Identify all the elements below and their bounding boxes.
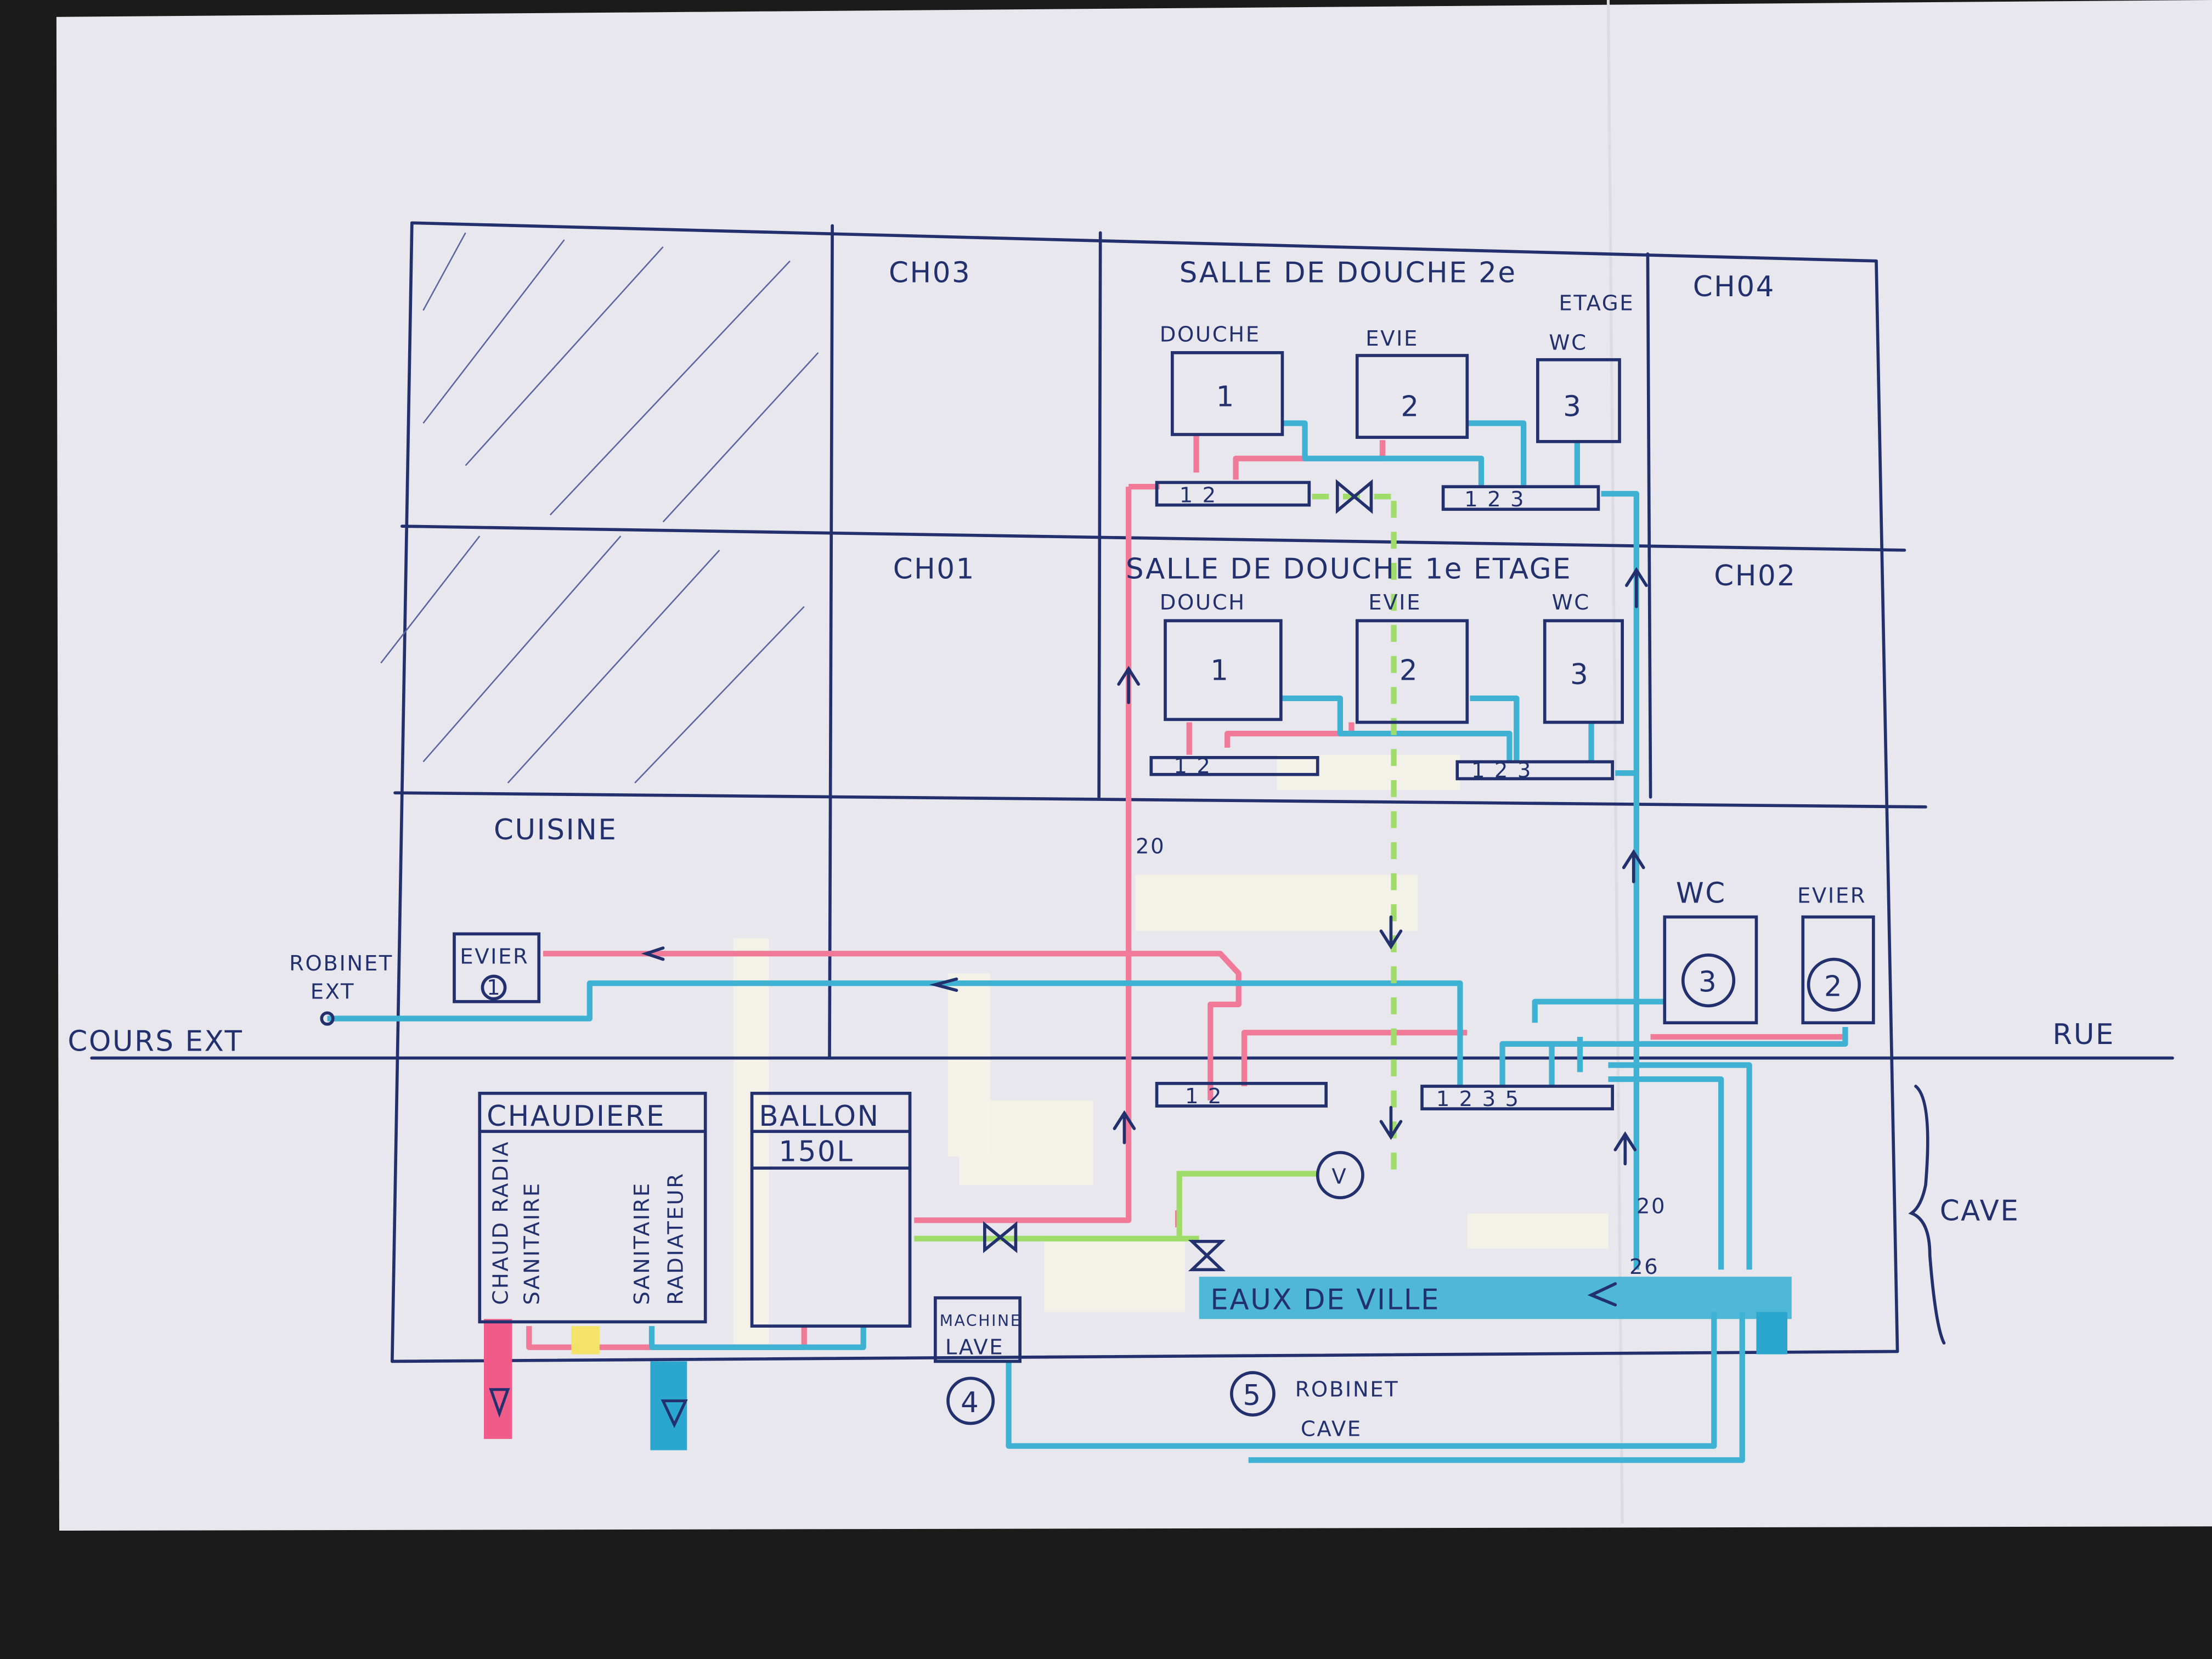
ground-wc-label: WC [1676,877,1726,910]
svg-text:1: 1 [1210,654,1229,687]
floor-plan-grid [90,221,2174,1363]
svg-text:EVIE: EVIE [1368,590,1421,615]
svg-text:MACHINE: MACHINE [940,1312,1022,1330]
paper-sheet [56,0,2212,1531]
cave-tap: 5 ROBINET CAVE [1230,1371,1400,1442]
room-ch04: CH04 [1693,270,1775,303]
svg-text:5: 5 [1243,1379,1262,1412]
washing-machine: MACHINE LAVE 4 [934,1296,1022,1425]
cave-manifolds: 1 2 1 2 3 5 [1155,1082,1614,1111]
svg-text:2: 2 [1401,391,1420,424]
svg-text:ROBINET: ROBINET [1295,1378,1400,1402]
room-bathroom-2nd-floor-word: ETAGE [1559,291,1634,316]
valve-icon [1335,479,1373,514]
outdoor-tap-icon [320,1011,335,1026]
svg-text:LAVE: LAVE [945,1335,1004,1360]
room-kitchen: CUISINE [494,814,617,847]
room-ch02: CH02 [1714,560,1796,592]
ground-sink-num: 2 [1824,970,1843,1003]
fixtures-2nd: DOUCHE 1 EVIE 2 WC 3 1 2 1 2 3 [1155,322,1621,514]
svg-text:CAVE: CAVE [1301,1417,1362,1442]
cold-outlet [650,1361,687,1451]
svg-text:2: 2 [1400,654,1419,687]
pipe-size-20-cave: 20 [1637,1194,1666,1218]
svg-text:WC: WC [1552,590,1590,615]
ground-sink [1801,915,1875,1025]
room-bathroom-2nd: SALLE DE DOUCHE 2e [1180,256,1517,289]
outdoor-tap-label: ROBINET [289,951,393,976]
svg-text:WC: WC [1549,331,1587,356]
svg-text:1 2 3: 1 2 3 [1471,758,1532,783]
ground-wc [1663,915,1758,1025]
kitchen-sink-num: 1 [487,975,501,1000]
svg-text:DOUCH: DOUCH [1160,590,1246,615]
room-bathroom-1st: SALLE DE DOUCHE 1e ETAGE [1126,552,1572,585]
svg-text:1 2: 1 2 [1185,1084,1223,1109]
cave-brace [1908,1085,1946,1345]
svg-text:3: 3 [1570,658,1589,691]
label-cave: CAVE [1940,1194,2020,1227]
svg-text:SANITAIRE: SANITAIRE [630,1182,654,1305]
svg-text:1 2 3: 1 2 3 [1464,487,1525,512]
room-ch03: CH03 [889,256,971,289]
svg-text:DOUCHE: DOUCHE [1160,322,1261,347]
svg-text:BALLON: BALLON [759,1100,879,1133]
circulator-pump: V [1316,1151,1364,1199]
room-ch01: CH01 [893,552,975,585]
svg-text:1 2: 1 2 [1180,483,1217,507]
valve-icon [983,1221,1018,1254]
outdoor-tap-label-2: EXT [311,980,355,1005]
svg-text:EVIE: EVIE [1365,326,1419,351]
city-water-label: EAUX DE VILLE [1210,1283,1440,1316]
cold-water-pipes [327,420,1848,1463]
svg-text:V: V [1331,1164,1347,1189]
svg-text:CHAUD RADIA: CHAUD RADIA [489,1141,514,1305]
boiler: CHAUDIERE CHAUD RADIA SANITAIRE SANITAIR… [478,1092,707,1429]
pipe-size-26: 26 [1629,1255,1659,1279]
water-heater: BALLON 150L [750,1092,912,1328]
hot-outlet [484,1319,512,1439]
svg-text:1: 1 [1216,381,1235,414]
ground-sink-label: EVIER [1797,884,1866,909]
fixtures-1st: DOUCH 1 EVIE 2 WC 3 1 2 1 2 3 [1149,590,1624,783]
flow-arrows [641,567,1648,1307]
svg-text:3: 3 [1563,391,1582,424]
pipe-size-20: 20 [1136,834,1165,859]
kitchen-sink [453,932,541,1003]
city-water-main [1199,1277,1792,1319]
svg-text:150L: 150L [778,1135,854,1168]
svg-text:CHAUDIERE: CHAUDIERE [487,1100,665,1133]
svg-text:SANITAIRE: SANITAIRE [520,1182,544,1305]
valve-icon [1188,1240,1226,1272]
svg-text:1 2 3 5: 1 2 3 5 [1436,1087,1520,1111]
ground-wc-num: 3 [1699,966,1718,999]
label-cours-ext: COURS EXT [67,1025,243,1058]
svg-text:1 2: 1 2 [1173,754,1211,778]
svg-text:RADIATEUR: RADIATEUR [664,1172,689,1305]
label-rue: RUE [2052,1018,2115,1051]
svg-text:4: 4 [961,1386,980,1419]
kitchen-sink-label: EVIER [460,944,529,969]
